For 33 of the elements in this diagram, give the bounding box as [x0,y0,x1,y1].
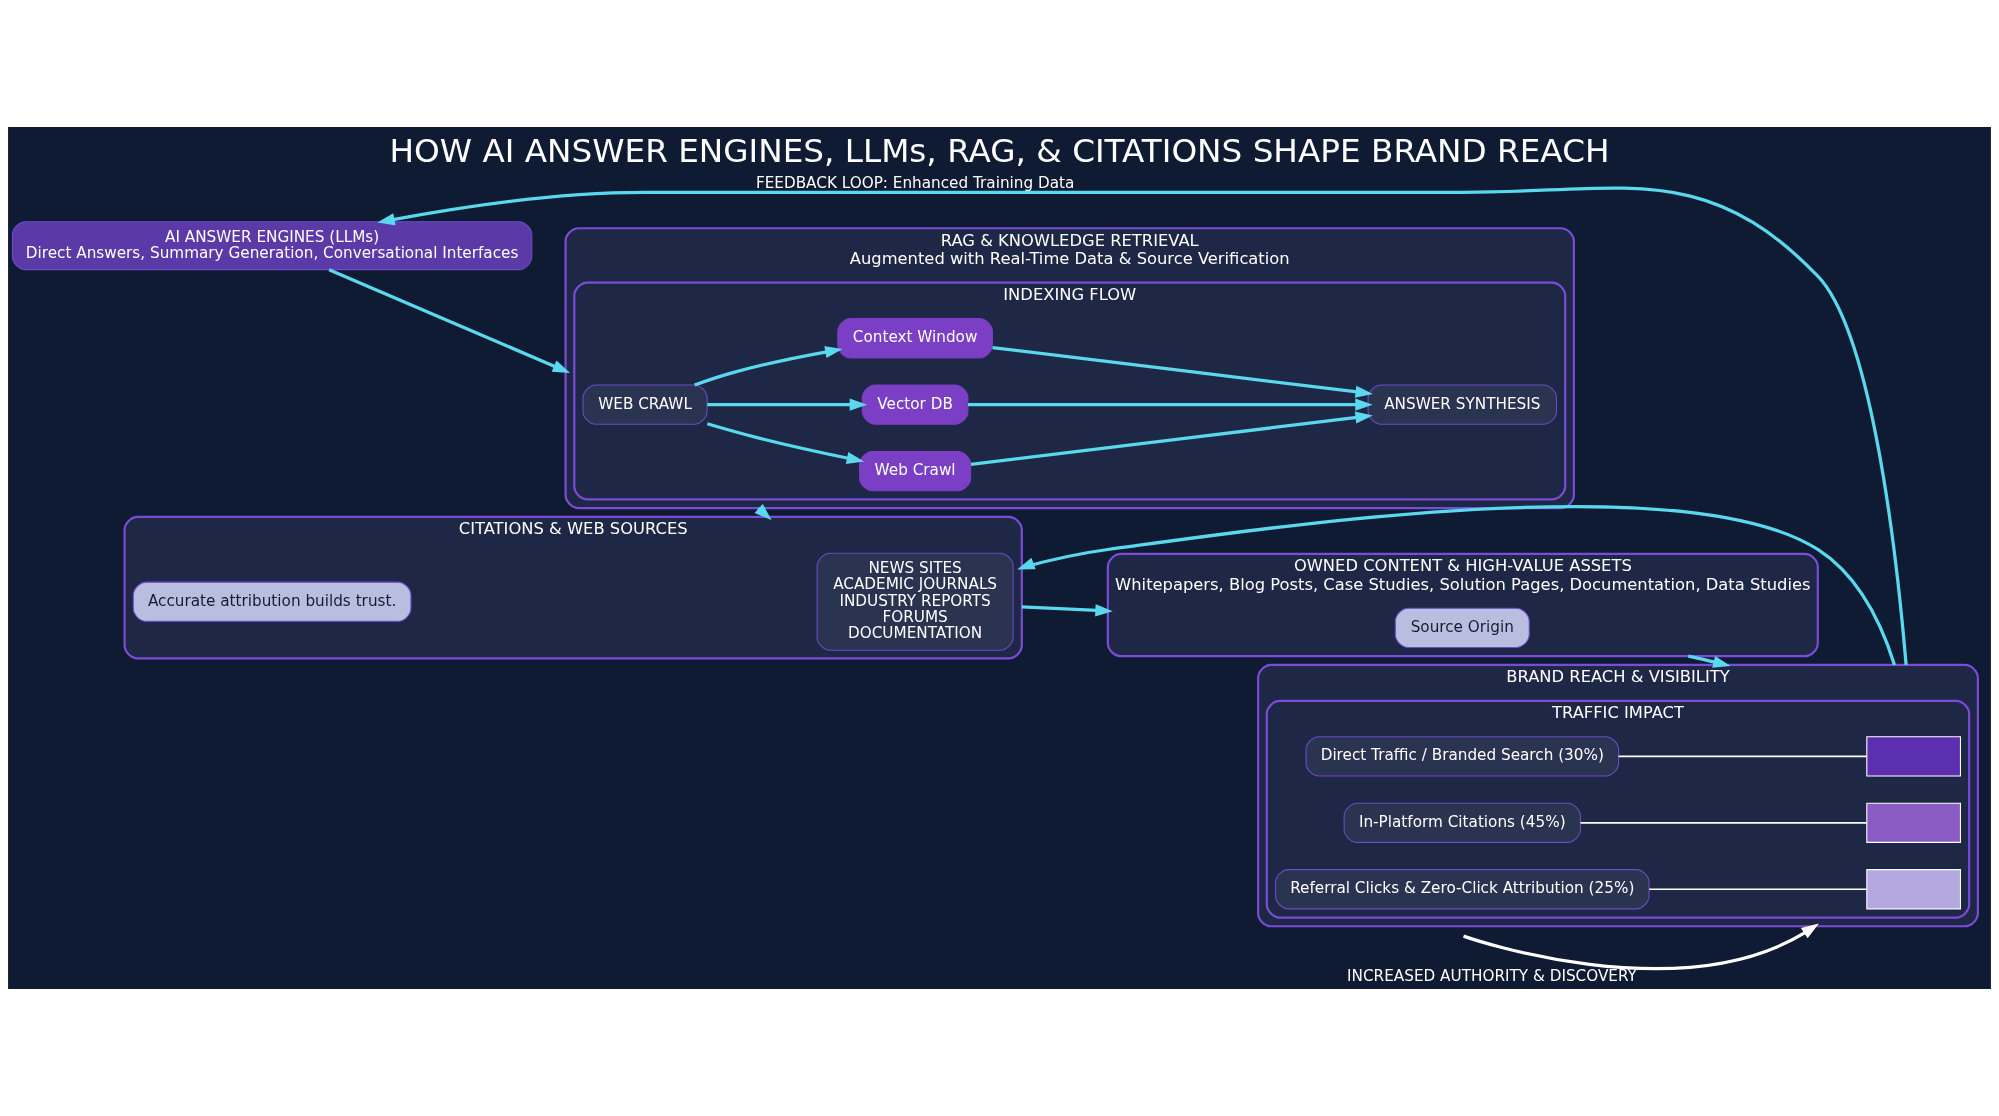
node-box: Source Origin [1394,607,1530,649]
arrow [970,411,1373,467]
arrow [992,345,1373,398]
node-box: Vector DB [861,384,969,425]
connector [1617,755,1868,758]
node-box: Web Crawl [859,450,972,492]
node-box: AI ANSWER ENGINES (LLMs) Direct Answers, Summary Generation, Conversational Interfaces [11,221,533,271]
node-box: NEWS SITES ACADEMIC JOURNALS INDUSTRY REPORTS FORUMS DOCUMENTATION [816,552,1014,651]
edge-label: INCREASED AUTHORITY & DISCOVERY [1347,966,1637,985]
arrow [967,398,1373,411]
node-bar [1866,802,1961,843]
arrow [377,186,1908,666]
node-box: ANSWER SYNTHESIS [1367,384,1558,425]
edge-label: FEEDBACK LOOP: Enhanced Training Data [755,174,1075,193]
node-bar [1866,869,1961,910]
node-box: Direct Traffic / Branded Search (30%) [1305,736,1620,777]
arrow [707,398,868,411]
arrow [328,268,571,373]
arrow [1017,505,1897,666]
arrow [1463,923,1819,971]
node-box: Context Window [837,318,993,359]
arrow [694,346,843,387]
diagram-title: HOW AI ANSWER ENGINES, LLMs, RAG, & CITATIONS SHAPE BRAND REACH [389,131,1610,170]
node-bar [1866,736,1961,777]
arrow [1688,654,1731,668]
arrow [706,422,865,464]
node-box: In-Platform Citations (45%) [1343,802,1581,843]
node-box: Referral Clicks & Zero-Click Attribution (25%) [1275,869,1650,910]
node-box: Accurate attribution builds trust. [132,581,412,622]
connector [1648,888,1868,891]
arrow [1021,604,1113,617]
node-box: WEB CRAWL [582,384,708,425]
connector [1579,822,1868,824]
